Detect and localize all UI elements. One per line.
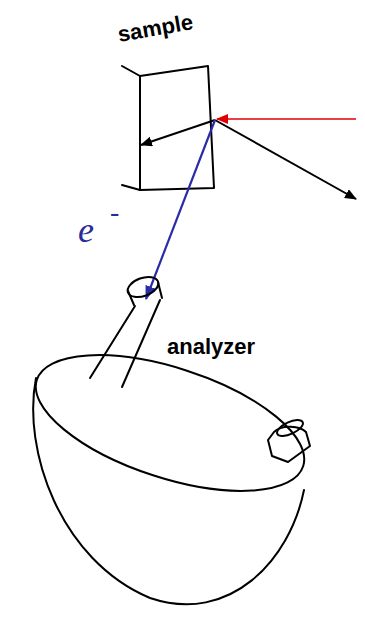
charge-sign: - bbox=[110, 198, 119, 226]
transmitted-ray bbox=[215, 120, 356, 199]
sample-label: sample bbox=[116, 11, 194, 46]
sample-plate bbox=[122, 66, 214, 190]
analyzer-label: analyzer bbox=[167, 336, 255, 358]
incident-light bbox=[217, 118, 356, 120]
electron-path bbox=[146, 120, 215, 299]
reflected-ray bbox=[141, 120, 215, 145]
analyzer-body bbox=[20, 273, 320, 604]
electron-symbol: e bbox=[78, 212, 94, 248]
